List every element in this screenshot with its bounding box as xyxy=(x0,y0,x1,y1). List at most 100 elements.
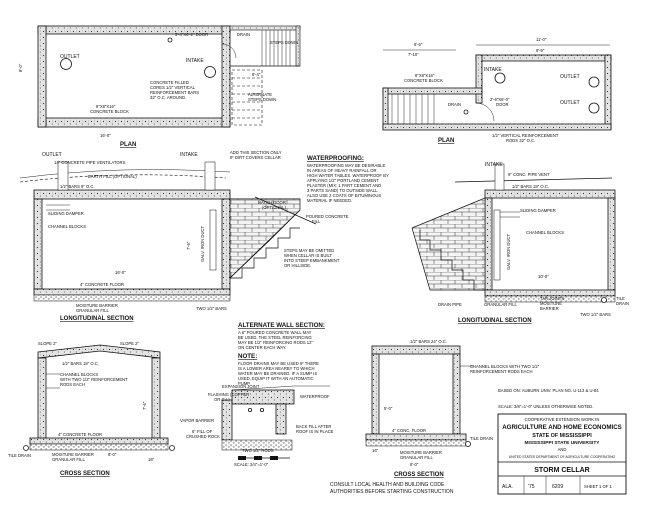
waterproofing-title: WATERPROOFING: xyxy=(307,155,364,162)
door-label: 5'-4"X6'-2" DOOR xyxy=(175,32,208,37)
drain-icon xyxy=(463,109,469,115)
block-2: CONCRETE BLOCK xyxy=(404,78,443,83)
height-dim: 7'-6" xyxy=(186,241,191,250)
crushed-1: 6" FILL OF xyxy=(192,429,213,434)
sliding-damper-label: SLIDING DAMPER xyxy=(48,211,84,216)
outlet-vent-upper xyxy=(588,76,600,88)
intake-label: INTAKE xyxy=(186,58,204,64)
drawing-title: STORM CELLAR xyxy=(534,467,589,474)
add-section-2: IF DIRT COVERS CELLAR xyxy=(230,155,281,160)
door-swing xyxy=(221,43,237,59)
two-bars-label: TWO 1/2" BARS xyxy=(580,312,611,317)
tile-drain-icon xyxy=(465,441,471,447)
vapor-label: VAPOR BARRIER xyxy=(180,418,214,423)
dim-b: 7'-10" xyxy=(408,52,419,57)
tar-joints-1: TAR JOINTS xyxy=(540,296,564,301)
scale-note: SCALE: 3/8"=1'-0" UNLESS OTHERWISE NOTED… xyxy=(498,404,594,409)
alt-wall-title: ALTERNATE WALL SECTION: xyxy=(238,322,325,329)
channel-blocks-label: CHANNEL BLOCKS xyxy=(48,224,86,229)
footing-dim: 16" xyxy=(148,457,155,462)
door-1: 2'-6"X6'-0" xyxy=(490,97,510,102)
granular-label: GRANULAR FILL xyxy=(400,455,433,460)
dim-c: 11'-0" xyxy=(536,37,547,42)
flashing-1: FLASHING (COPPER xyxy=(208,392,249,397)
tb-line-2: AGRICULTURE AND HOME ECONOMICS xyxy=(502,424,622,431)
steps-note-4: OR HILLSIDE. xyxy=(284,263,311,268)
block-note-3: REINFORCEMENT BARS xyxy=(150,90,199,95)
tb-number: 6209 xyxy=(552,484,563,490)
cross-section-left: SLOPE 2" SLOPE 2" 1/2" BARS 18" O.C. CHA… xyxy=(8,341,175,477)
bars-label: 1/2" BARS 18" O.C. xyxy=(512,184,549,189)
channel-1: CHANNEL BLOCKS WITH TWO 1/2" xyxy=(470,364,540,369)
two-bars-label: TWO 1/2" BARS xyxy=(196,306,227,311)
dim-top: 9'-4" xyxy=(252,72,261,77)
tb-line-1: COOPERATIVE EXTENSION WORK IN xyxy=(525,417,600,422)
intake-vent xyxy=(204,66,216,78)
alternate-wall-note: ALTERNATE WALL SECTION: A 6" POURED CONC… xyxy=(238,322,325,386)
hatch-1: HATCH DOOR xyxy=(258,200,286,205)
title-block: BASED ON: AUBURN UNIV. PLAN NO. U-113 & … xyxy=(497,388,627,495)
note-line-2: IS A LOWER AREA NEARBY TO WHICH xyxy=(238,366,315,371)
bars-label: 1/2" BARS 18" O.C. xyxy=(62,361,99,366)
longitudinal-section-right: INTAKE 9" CONC. PIPE VENT 1/2" BARS 18" … xyxy=(411,162,629,324)
dim-side: 8'-0" xyxy=(18,63,23,72)
channel-2: REINFORCEMENT RODS EACH xyxy=(470,369,533,374)
intake-label: INTAKE xyxy=(484,67,502,73)
duct-label: GALV. IRON DUCT xyxy=(506,233,511,270)
block-2: CONCRETE BLOCK xyxy=(90,109,129,114)
intake-label: INTAKE xyxy=(180,152,198,158)
steps-note-2: WHEN CELLAR IS BUILT xyxy=(284,253,333,258)
add-section-1: ADD THIS SECTION ONLY xyxy=(230,150,282,155)
based-on: BASED ON: AUBURN UNIV. PLAN NO. U-113 & … xyxy=(498,388,599,393)
long-left-title: LONGITUDINAL SECTION xyxy=(60,316,134,322)
note-line-5: PUMP. xyxy=(238,381,251,386)
wall-detail: EXPANSION JOINT FLASHING (COPPER OR G.I.… xyxy=(180,384,334,467)
crushed-2: CRUSHED ROCK xyxy=(186,434,220,439)
tile-drain-icon xyxy=(23,445,29,451)
steps-note-3: INTO STEEP EMBANKMENT xyxy=(284,258,340,263)
waterproofing-note: WATERPROOFING: WATERPROOFING MAY BE DESI… xyxy=(307,155,389,203)
longitudinal-section-left: OUTLET INTAKE 14" CONCRETE PIPE VENTILAT… xyxy=(19,150,349,322)
dim-label: 10'-0" xyxy=(538,274,549,279)
width-dim: 8'-0" xyxy=(108,452,117,457)
detail-scale: SCALE: 3/4"=1'-0" xyxy=(234,462,269,467)
width-dim: 8'-0" xyxy=(410,462,419,467)
outlet-label-2: OUTLET xyxy=(560,100,580,106)
floor-label: 4" CONCRETE FLOOR xyxy=(80,282,124,287)
channel-blocks-label: CHANNEL BLOCKS xyxy=(526,230,564,235)
plan-right: 6'-6" 7'-10" 11'-0" 9'-9" INTAKE OUTLET … xyxy=(382,37,612,144)
alt-line-1: A 6" POURED CONCRETE WALL MAY xyxy=(238,330,312,335)
dim-label: 16'-0" xyxy=(115,270,126,275)
door-swing xyxy=(475,102,495,122)
height-dim: 7'-6" xyxy=(142,401,147,410)
reinf-1: 1/2" VERTICAL REINFORCEMENT xyxy=(492,133,559,138)
cross-left-title: CROSS SECTION xyxy=(60,471,110,477)
alt-line-4: ON CENTER EACH WAY. xyxy=(238,345,286,350)
block-note-4: 32" O.C. AROUND. xyxy=(150,95,186,100)
waterproof-label: WATERPROOF xyxy=(300,394,330,399)
wp-line-2: IN AREAS OF HEAVY RAINFALL OR xyxy=(307,168,377,173)
dim-d: 9'-9" xyxy=(536,48,545,53)
height-dim: 5'-0" xyxy=(384,406,393,411)
block-1: 8"X8"X16" xyxy=(415,73,435,78)
alt-line-3: MAY BE 1/2" REINFORCING RODS 12" xyxy=(238,340,313,345)
alt-steps-2: STEPS DOWN xyxy=(248,97,276,102)
bars-label: 1/2" BARS 9" O.C. xyxy=(60,184,95,189)
channel-1: CHANNEL BLOCKS xyxy=(60,372,98,377)
note-line-4: USED, EQUIP IT WITH AN AUTOMATIC xyxy=(238,376,314,381)
outlet-vent xyxy=(60,58,72,70)
steps xyxy=(391,94,435,124)
tile-drain-label: TILE DRAIN xyxy=(8,453,31,458)
wp-line-3: HIGH WATER TABLES. WATERPROOF BY xyxy=(307,173,389,178)
alt-steps-1: ALTERNATE xyxy=(248,92,272,97)
tile-drain-1: TILE xyxy=(616,296,625,301)
slope-left: SLOPE 2" xyxy=(38,341,57,346)
reinf-2: RODS 32" O.C. xyxy=(506,138,535,143)
slope-right: SLOPE 2" xyxy=(120,341,139,346)
tile-drain-label: TILE DRAIN xyxy=(470,436,493,441)
granular-label: GRANULAR FILL xyxy=(52,457,85,462)
block-note-2: CORES 1/2" VERTICAL xyxy=(150,85,196,90)
drain-label: DRAIN xyxy=(448,102,461,107)
bars-label: 1/2" BARS 24" O.C. xyxy=(410,339,447,344)
moisture-label: MOISTURE BARRIER xyxy=(400,450,442,455)
